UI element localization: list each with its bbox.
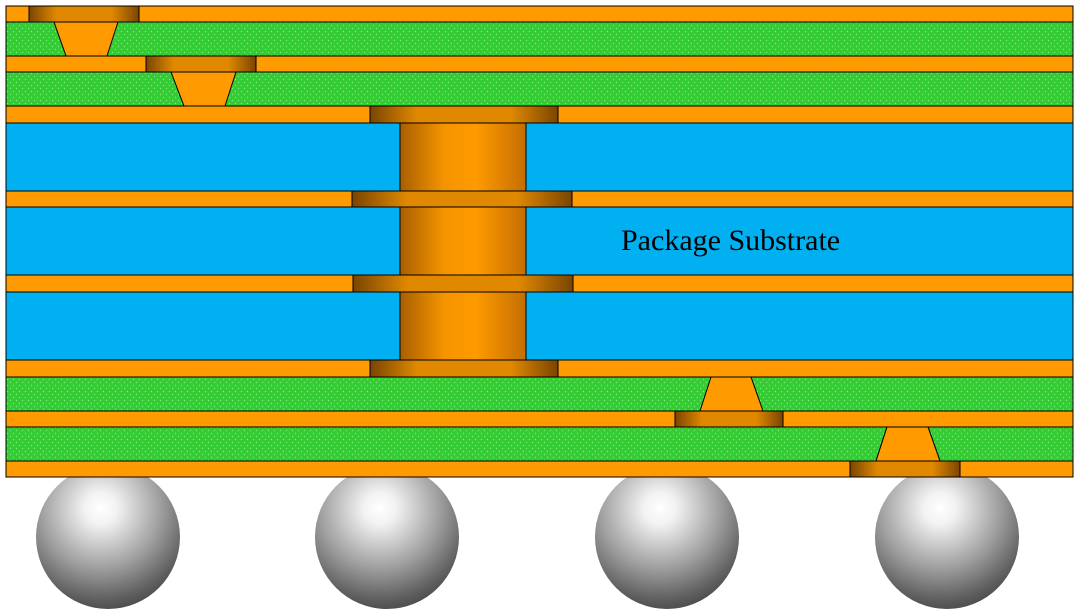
bottom-copper-overlay: [5, 426, 1074, 478]
microvia-pad: [674, 410, 784, 428]
core-dielectric-3: [5, 291, 1074, 361]
pth-inner-pad-2: [352, 274, 574, 293]
buildup-dielectric-bottom-1: [5, 376, 1074, 412]
pth-barrel: [399, 122, 527, 361]
solder-ball-4: [875, 465, 1019, 609]
pth-bottom-pad: [369, 359, 559, 378]
package-substrate-label: Package Substrate: [621, 224, 840, 257]
pth-inner-pad-1: [351, 190, 573, 208]
top-microvia-2: [145, 55, 257, 107]
buildup-dielectric-top-1: [5, 21, 1074, 57]
solder-ball-1: [36, 465, 180, 609]
copper-layer-1: [5, 5, 1074, 23]
solder-ball-3: [595, 465, 739, 609]
microvia-pad: [28, 5, 140, 23]
microvia-cone: [170, 71, 237, 107]
microvia-pad: [145, 55, 257, 73]
solder-ball-2: [315, 465, 459, 609]
buildup-dielectric-top-2: [5, 71, 1074, 107]
pth-top-pad: [369, 105, 559, 124]
layer-stack: [5, 5, 1074, 478]
top-microvia-1: [28, 5, 140, 57]
copper-layer-7: [5, 410, 1074, 428]
microvia-cone: [53, 21, 119, 57]
bottom-microvia-1: [674, 376, 784, 428]
core-dielectric-1: [5, 122, 1074, 192]
plated-through-hole: [351, 105, 574, 378]
core-dielectric-2: [5, 206, 1074, 276]
solder-balls: [36, 465, 1019, 609]
